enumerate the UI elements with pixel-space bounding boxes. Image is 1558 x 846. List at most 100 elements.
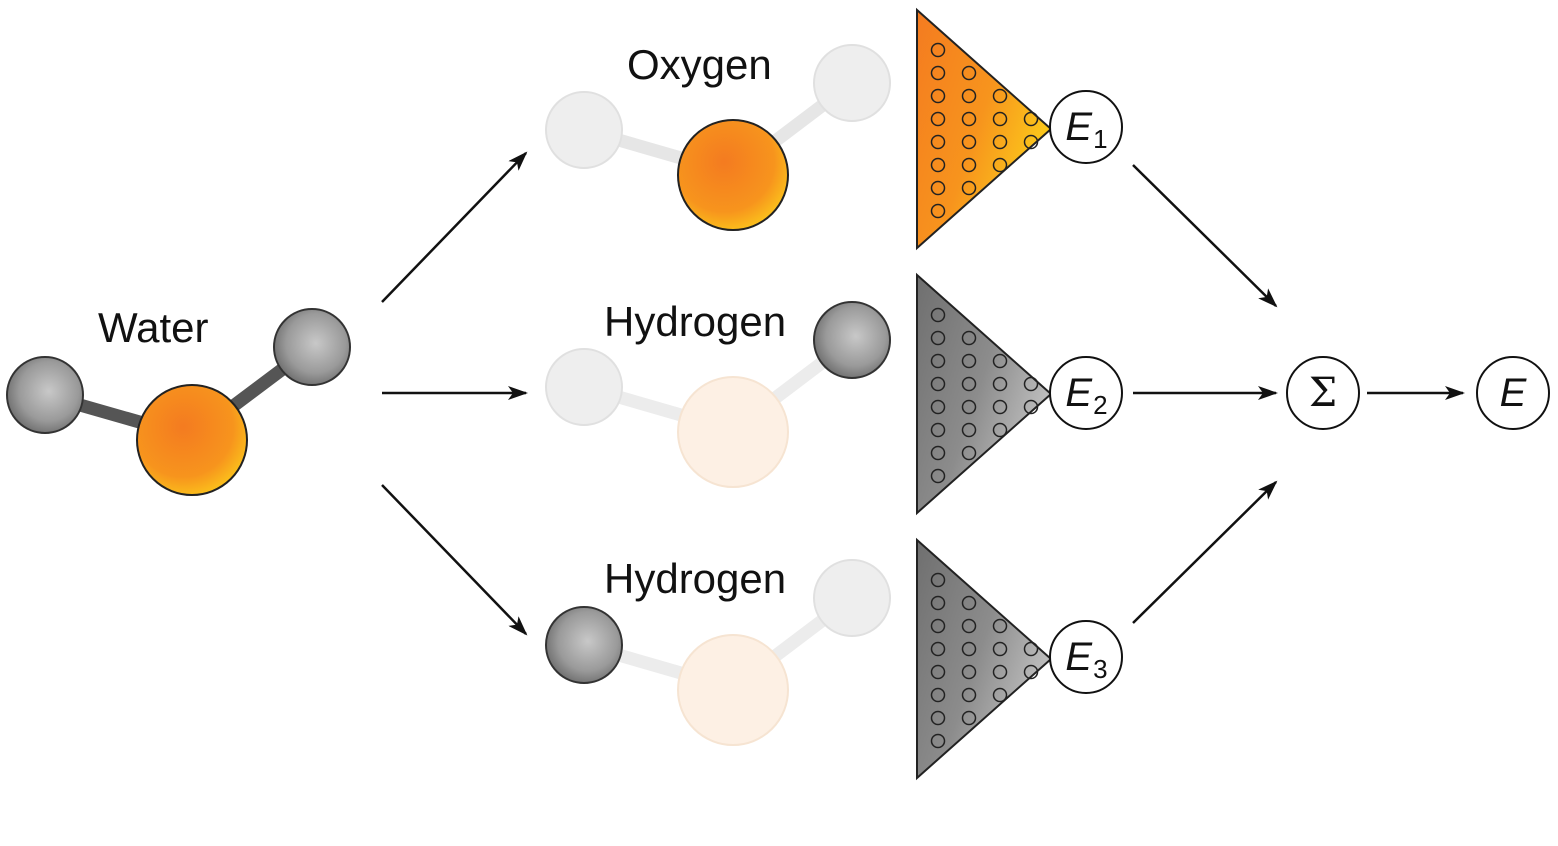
neuron-dot (961, 422, 977, 438)
neuron-dot (992, 353, 1008, 369)
neuron-dot (992, 134, 1008, 150)
neural-network-1 (916, 7, 1053, 251)
hydrogen-environment-2 (545, 559, 891, 746)
neuron-dot (961, 618, 977, 634)
faded-hydrogen-atom (813, 559, 891, 637)
neural-network-3 (916, 537, 1053, 781)
neuron-dot (1023, 399, 1039, 415)
highlighted-oxygen-atom (677, 119, 789, 231)
neuron-dot (1023, 641, 1039, 657)
energy-symbol: E (1065, 635, 1093, 679)
neuron-dot (961, 445, 977, 461)
highlighted-hydrogen-atom (813, 301, 891, 379)
neural-network-2 (916, 272, 1053, 516)
neuron-dot (930, 353, 946, 369)
neuron-dot (1023, 664, 1039, 680)
neuron-dot (930, 422, 946, 438)
neuron-dot (930, 180, 946, 196)
neuron-dot (1023, 134, 1039, 150)
neuron-dot (961, 65, 977, 81)
neuron-dot (1023, 376, 1039, 392)
oxygen-label: Oxygen (627, 41, 772, 88)
neuron-dot (961, 376, 977, 392)
neuron-dot (930, 88, 946, 104)
neuron-dot (930, 733, 946, 749)
neuron-dot (930, 111, 946, 127)
hydrogen-environment-1 (545, 301, 891, 488)
neuron-dot (961, 157, 977, 173)
neuron-dot (930, 134, 946, 150)
neuron-dot (992, 376, 1008, 392)
neuron-dot (930, 445, 946, 461)
neuron-dot (992, 399, 1008, 415)
neuron-dot (961, 399, 977, 415)
neuron-dot (992, 157, 1008, 173)
arrow-to-hydrogen-2 (381, 484, 528, 636)
neuron-dot (961, 88, 977, 104)
neuron-dot (961, 180, 977, 196)
sum-node: Σ (1286, 356, 1360, 430)
total-energy-node: E (1476, 356, 1550, 430)
water-hydrogen-atom-right (273, 308, 351, 386)
neuron-dot (961, 595, 977, 611)
oxygen-environment (545, 44, 891, 231)
neuron-dot (930, 157, 946, 173)
neuron-dot (930, 307, 946, 323)
neuron-dot (930, 641, 946, 657)
faded-oxygen-atom (677, 634, 789, 746)
water-hydrogen-atom-left (6, 356, 84, 434)
energy-subscript: 1 (1093, 123, 1108, 154)
neuron-dot (930, 664, 946, 680)
neuron-dot (961, 710, 977, 726)
network-triangle (916, 537, 1053, 781)
highlighted-hydrogen-atom (545, 606, 623, 684)
neuron-dot (930, 595, 946, 611)
neuron-dot (930, 376, 946, 392)
faded-hydrogen-atom (545, 348, 623, 426)
faded-oxygen-atom (677, 376, 789, 488)
neuron-dot (961, 353, 977, 369)
sum-symbol: Σ (1308, 370, 1338, 416)
neuron-dot (961, 687, 977, 703)
neuron-dot (930, 65, 946, 81)
neuron-dot (961, 641, 977, 657)
neuron-dot (992, 422, 1008, 438)
network-triangle (916, 7, 1053, 251)
neuron-dot (930, 399, 946, 415)
neuron-dot (992, 111, 1008, 127)
neuron-dot (930, 618, 946, 634)
arrow-to-oxygen (381, 151, 528, 303)
neuron-dot (961, 111, 977, 127)
total-energy-symbol: E (1499, 371, 1527, 415)
arrow-e1-to-sum (1132, 164, 1278, 308)
neuron-dot (930, 330, 946, 346)
hydrogen-label-2: Hydrogen (604, 555, 787, 602)
neuron-dot (992, 687, 1008, 703)
hydrogen-label-1: Hydrogen (604, 298, 787, 345)
neuron-dot (930, 42, 946, 58)
water-oxygen-atom (136, 384, 248, 496)
energy-symbol: E (1065, 105, 1093, 149)
arrow-e3-to-sum (1132, 480, 1278, 624)
water-label: Water (98, 304, 209, 351)
neuron-dot (961, 330, 977, 346)
neuron-dot (930, 468, 946, 484)
neuron-dot (930, 203, 946, 219)
energy-symbol: E (1065, 371, 1093, 415)
neuron-dot (961, 664, 977, 680)
energy-subscript: 2 (1093, 389, 1108, 420)
water-molecule (6, 308, 351, 496)
neuron-dot (992, 641, 1008, 657)
faded-hydrogen-atom (813, 44, 891, 122)
energy-subscript: 3 (1093, 653, 1108, 684)
neuron-dot (930, 710, 946, 726)
neuron-dot (961, 134, 977, 150)
neuron-dot (992, 618, 1008, 634)
neuron-dot (1023, 111, 1039, 127)
neuron-dot (992, 664, 1008, 680)
